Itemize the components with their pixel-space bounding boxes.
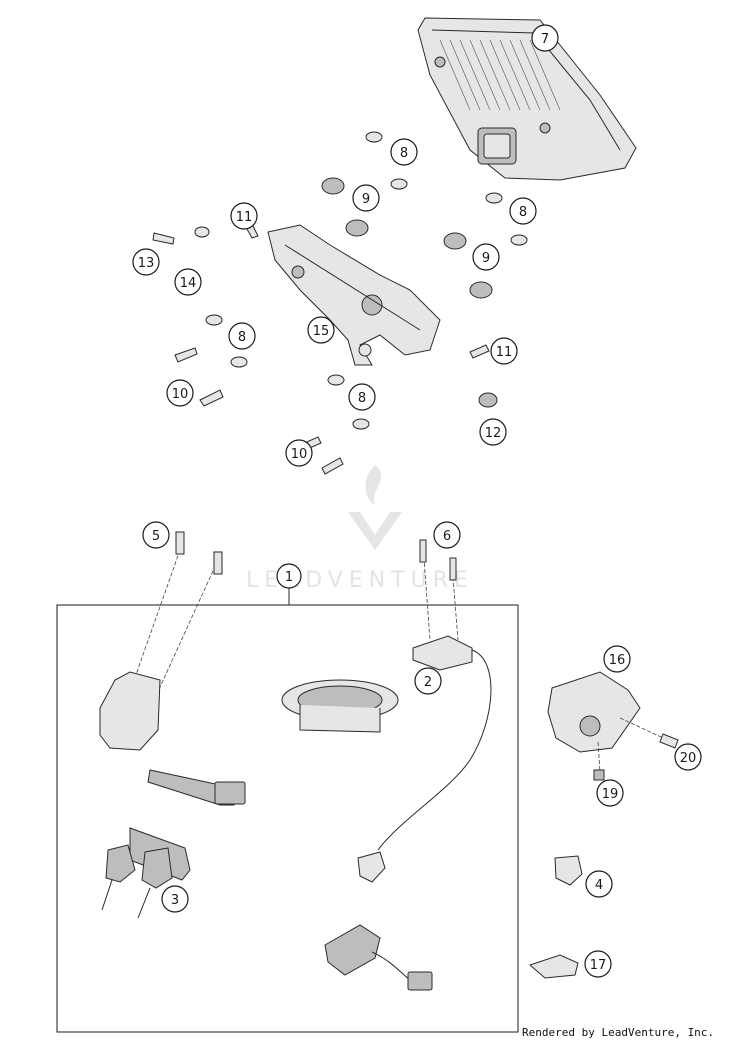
callout-label: 2 <box>424 675 432 690</box>
callout-8: 8 <box>509 197 537 225</box>
spacers <box>205 131 528 430</box>
cluster-bracket <box>267 224 441 366</box>
callout-label: 12 <box>485 426 502 441</box>
callout-20: 20 <box>674 743 702 771</box>
callout-label: 6 <box>443 529 451 544</box>
callout-label: 10 <box>291 447 308 462</box>
callout-label: 16 <box>609 653 626 668</box>
callout-11: 11 <box>490 337 518 365</box>
callout-label: 8 <box>519 205 527 220</box>
callout-9: 9 <box>472 243 500 271</box>
callout-label: 9 <box>362 192 370 207</box>
rubber-grommets <box>321 177 493 299</box>
callout-label: 3 <box>171 893 179 908</box>
callout-4: 4 <box>585 870 613 898</box>
callout-label: 11 <box>496 345 513 360</box>
callout-label: 11 <box>236 210 253 225</box>
callout-10: 10 <box>285 439 313 467</box>
callout-3: 3 <box>161 885 189 913</box>
callout-5: 5 <box>142 521 170 549</box>
electronic-module <box>324 924 433 991</box>
callout-label: 4 <box>595 878 603 893</box>
callout-16: 16 <box>603 645 631 673</box>
sensor-bracket <box>357 539 492 883</box>
keys <box>101 827 191 919</box>
callout-label: 20 <box>680 751 697 766</box>
callout-10: 10 <box>166 379 194 407</box>
render-credit: Rendered by LeadVenture, Inc. <box>522 1026 715 1039</box>
callout-label: 17 <box>590 958 607 973</box>
callout-13: 13 <box>132 248 160 276</box>
callout-8: 8 <box>348 383 376 411</box>
set-1-boundary <box>56 604 519 1033</box>
callout-19: 19 <box>596 779 624 807</box>
callout-label: 1 <box>285 570 293 585</box>
callout-11: 11 <box>230 202 258 230</box>
callout-17: 17 <box>584 950 612 978</box>
ignition-lock <box>99 531 246 806</box>
fuel-tank-cap <box>281 679 399 733</box>
callout-label: 14 <box>180 276 197 291</box>
callout-label: 9 <box>482 251 490 266</box>
steering-lock-housing <box>547 671 679 781</box>
callout-8: 8 <box>390 138 418 166</box>
lock-bracket <box>554 855 583 886</box>
callout-label: 19 <box>602 787 619 802</box>
callout-7: 7 <box>531 24 559 52</box>
small-clip <box>529 954 579 979</box>
callout-label: 15 <box>313 324 330 339</box>
callout-label: 5 <box>152 529 160 544</box>
leadventure-logo <box>348 465 402 550</box>
callout-14: 14 <box>174 268 202 296</box>
callout-6: 6 <box>433 521 461 549</box>
callout-label: 7 <box>541 32 549 47</box>
callout-8: 8 <box>228 322 256 350</box>
instrument-cluster <box>417 17 637 181</box>
callout-1: 1 <box>276 563 302 589</box>
callout-label: 10 <box>172 387 189 402</box>
callout-label: 13 <box>138 256 155 271</box>
callout-label: 8 <box>358 391 366 406</box>
callout-12: 12 <box>479 418 507 446</box>
callout-label: 8 <box>400 146 408 161</box>
callout-9: 9 <box>352 184 380 212</box>
callout-2: 2 <box>414 667 442 695</box>
callout-15: 15 <box>307 316 335 344</box>
callout-label: 8 <box>238 330 246 345</box>
